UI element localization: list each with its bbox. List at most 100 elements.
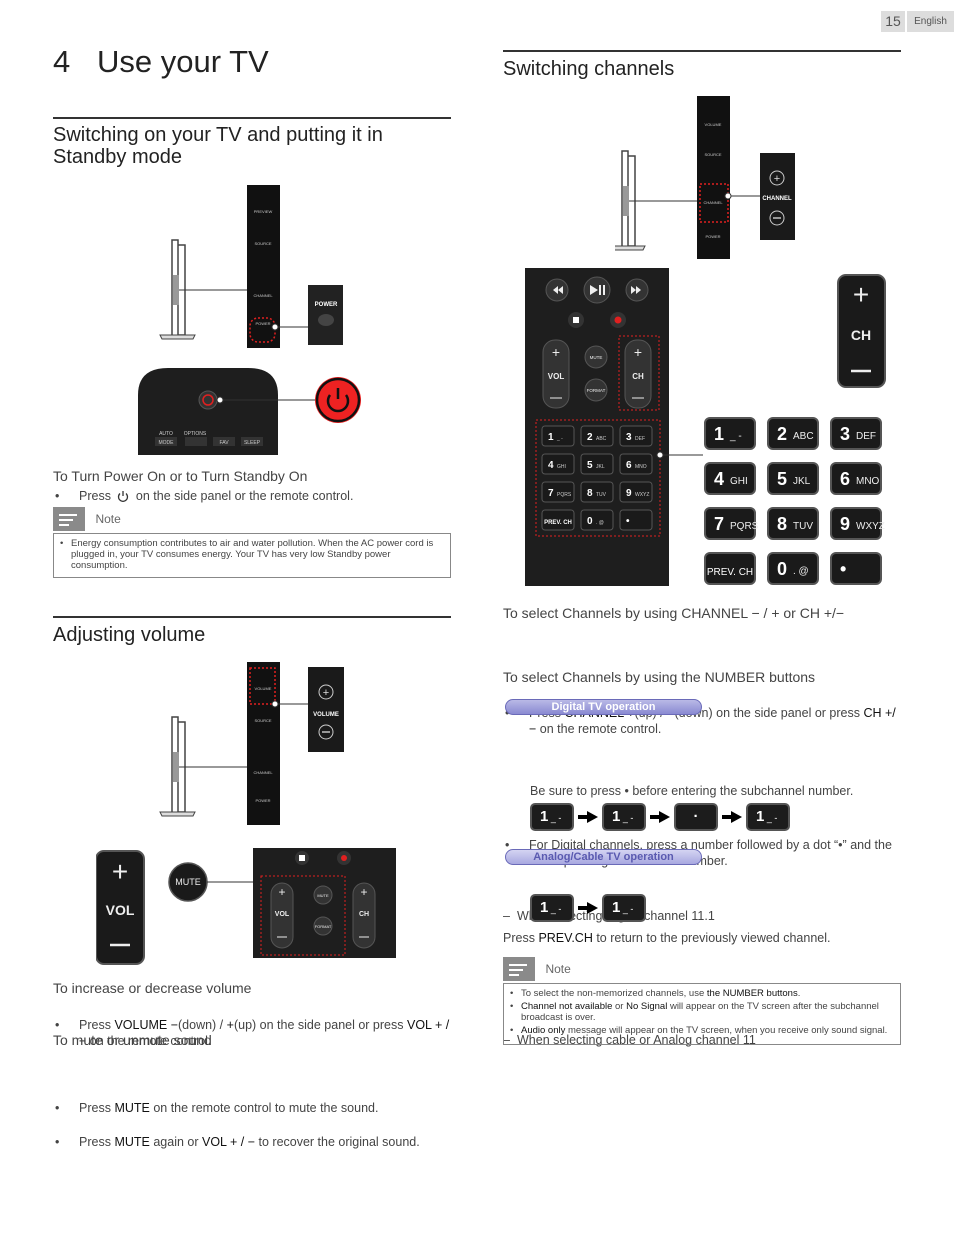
ch-big-label: CH	[851, 327, 871, 343]
text: .	[797, 988, 801, 999]
note-item: Channel not available or No Signal will …	[510, 1001, 894, 1023]
svg-text:3: 3	[626, 432, 632, 443]
note-header: Note	[503, 957, 571, 981]
keyword: +	[226, 1018, 234, 1032]
svg-text:. @: . @	[793, 566, 809, 577]
keyword: VOLUME −	[114, 1018, 178, 1032]
svg-text:2: 2	[587, 432, 593, 443]
svg-text:7: 7	[714, 514, 724, 534]
note-label: Note	[95, 512, 121, 526]
svg-text:MNO: MNO	[635, 464, 647, 470]
remote-label-options: OPTIONS	[184, 431, 207, 437]
svg-text:POWER: POWER	[255, 798, 270, 803]
chapter-name: Use your TV	[97, 44, 269, 79]
text: To select the non-memorized channels, us…	[521, 988, 707, 999]
svg-text:PREVIEW: PREVIEW	[254, 209, 273, 214]
svg-text:4: 4	[714, 469, 724, 489]
note-icon	[53, 507, 85, 531]
keyword: MUTE	[114, 1135, 150, 1149]
svg-text:+: +	[112, 856, 128, 887]
svg-text:TUV: TUV	[793, 521, 813, 532]
subheading-mute: To mute or unmute sound	[53, 1032, 212, 1048]
svg-text:+: +	[774, 173, 780, 185]
language-label: English	[907, 11, 954, 32]
vol-big-label: VOL	[106, 902, 135, 918]
keyword: CH +/−	[529, 706, 896, 736]
keypad-key-large: PREV. CH	[704, 552, 756, 585]
tv-side-panel-channel-figure: VOLUME SOURCE CHANNEL POWER + CHANNEL	[615, 96, 795, 259]
remote-format-label: FORMAT	[315, 924, 332, 929]
arrow-right-icon	[650, 811, 670, 823]
svg-text:PREV. CH: PREV. CH	[544, 520, 572, 526]
dash-analog: When selecting cable or Analog channel 1…	[503, 1032, 901, 1048]
svg-text:JKL: JKL	[596, 464, 605, 470]
keypad-key-large: 1_ -	[704, 417, 756, 450]
svg-text:7: 7	[548, 488, 554, 499]
svg-text:GHI: GHI	[557, 464, 566, 470]
keypad-key-large: 4 GHI	[704, 462, 756, 495]
chapter-number: 4	[53, 44, 71, 79]
key-button-illustration: 1 _ -	[602, 803, 646, 831]
svg-text:PQRS: PQRS	[557, 492, 572, 498]
svg-text:9: 9	[840, 514, 850, 534]
digital-key-sequence: 1 _ -1 _ -·1 _ -	[530, 803, 790, 831]
svg-text:MNO: MNO	[856, 476, 880, 487]
svg-text:8: 8	[777, 514, 787, 534]
svg-text:CHANNEL: CHANNEL	[253, 770, 273, 775]
keyword: VOL + / −	[79, 1018, 450, 1048]
svg-text:GHI: GHI	[730, 476, 748, 487]
keyword: VOL + / −	[201, 1135, 256, 1149]
remote-ch-label: CH	[632, 372, 644, 381]
remote-label-sleep: SLEEP	[244, 440, 261, 446]
text: Press	[503, 931, 539, 945]
text: to recover the original sound.	[255, 1135, 420, 1149]
remote-label-fav: FAV	[219, 440, 229, 446]
text: (up) on the side panel or press	[233, 1018, 407, 1032]
svg-text:4: 4	[548, 460, 554, 471]
keyword: Channel not available	[521, 1001, 613, 1012]
bullet-power: Press on the side panel or the remote co…	[53, 488, 451, 504]
svg-text:•: •	[840, 559, 846, 579]
svg-text:1: 1	[548, 432, 554, 443]
remote-volume-figure: + VOL MUTE + VOL MUTE FORMAT + CH	[96, 848, 396, 965]
arrow-right-icon	[722, 811, 742, 823]
arrow-right-icon	[578, 902, 598, 914]
svg-text:VOLUME: VOLUME	[705, 122, 722, 127]
keypad-key-large: 8 TUV	[767, 507, 819, 540]
key-button-illustration: 1 _ -	[602, 894, 646, 922]
section-heading-power: Switching on your TV and putting it in S…	[53, 124, 383, 168]
key-button-illustration: 1 _ -	[530, 803, 574, 831]
svg-text:SOURCE: SOURCE	[254, 718, 271, 723]
svg-text:6: 6	[840, 469, 850, 489]
remote-label-mode: MODE	[159, 440, 175, 446]
section-heading-channels: Switching channels	[503, 58, 675, 80]
text: again or	[149, 1135, 202, 1149]
page-number: 15	[881, 11, 905, 32]
section-rule	[503, 50, 901, 52]
svg-text:_ -: _ -	[729, 431, 742, 442]
arrow-right-icon	[578, 811, 598, 823]
analog-tv-operation-badge: Analog/Cable TV operation	[505, 849, 702, 865]
svg-text:0: 0	[587, 516, 593, 527]
svg-text:5: 5	[587, 460, 593, 471]
analog-key-sequence: 1 _ -1 _ -	[530, 894, 646, 922]
remote-vol-label: VOL	[548, 372, 565, 381]
keypad-key-small: •	[619, 509, 653, 531]
section-rule	[53, 616, 451, 618]
svg-text:WXYZ: WXYZ	[635, 492, 649, 498]
svg-text:SOURCE: SOURCE	[254, 241, 271, 246]
svg-text:+: +	[634, 344, 642, 360]
keypad-key-large: 0. @	[767, 552, 819, 585]
keypad-key-small: PREV. CH	[541, 509, 575, 531]
svg-text:5: 5	[777, 469, 787, 489]
text: Press	[79, 1135, 115, 1149]
digital-tv-operation-badge: Digital TV operation	[505, 699, 702, 715]
svg-text:CHANNEL: CHANNEL	[703, 200, 723, 205]
